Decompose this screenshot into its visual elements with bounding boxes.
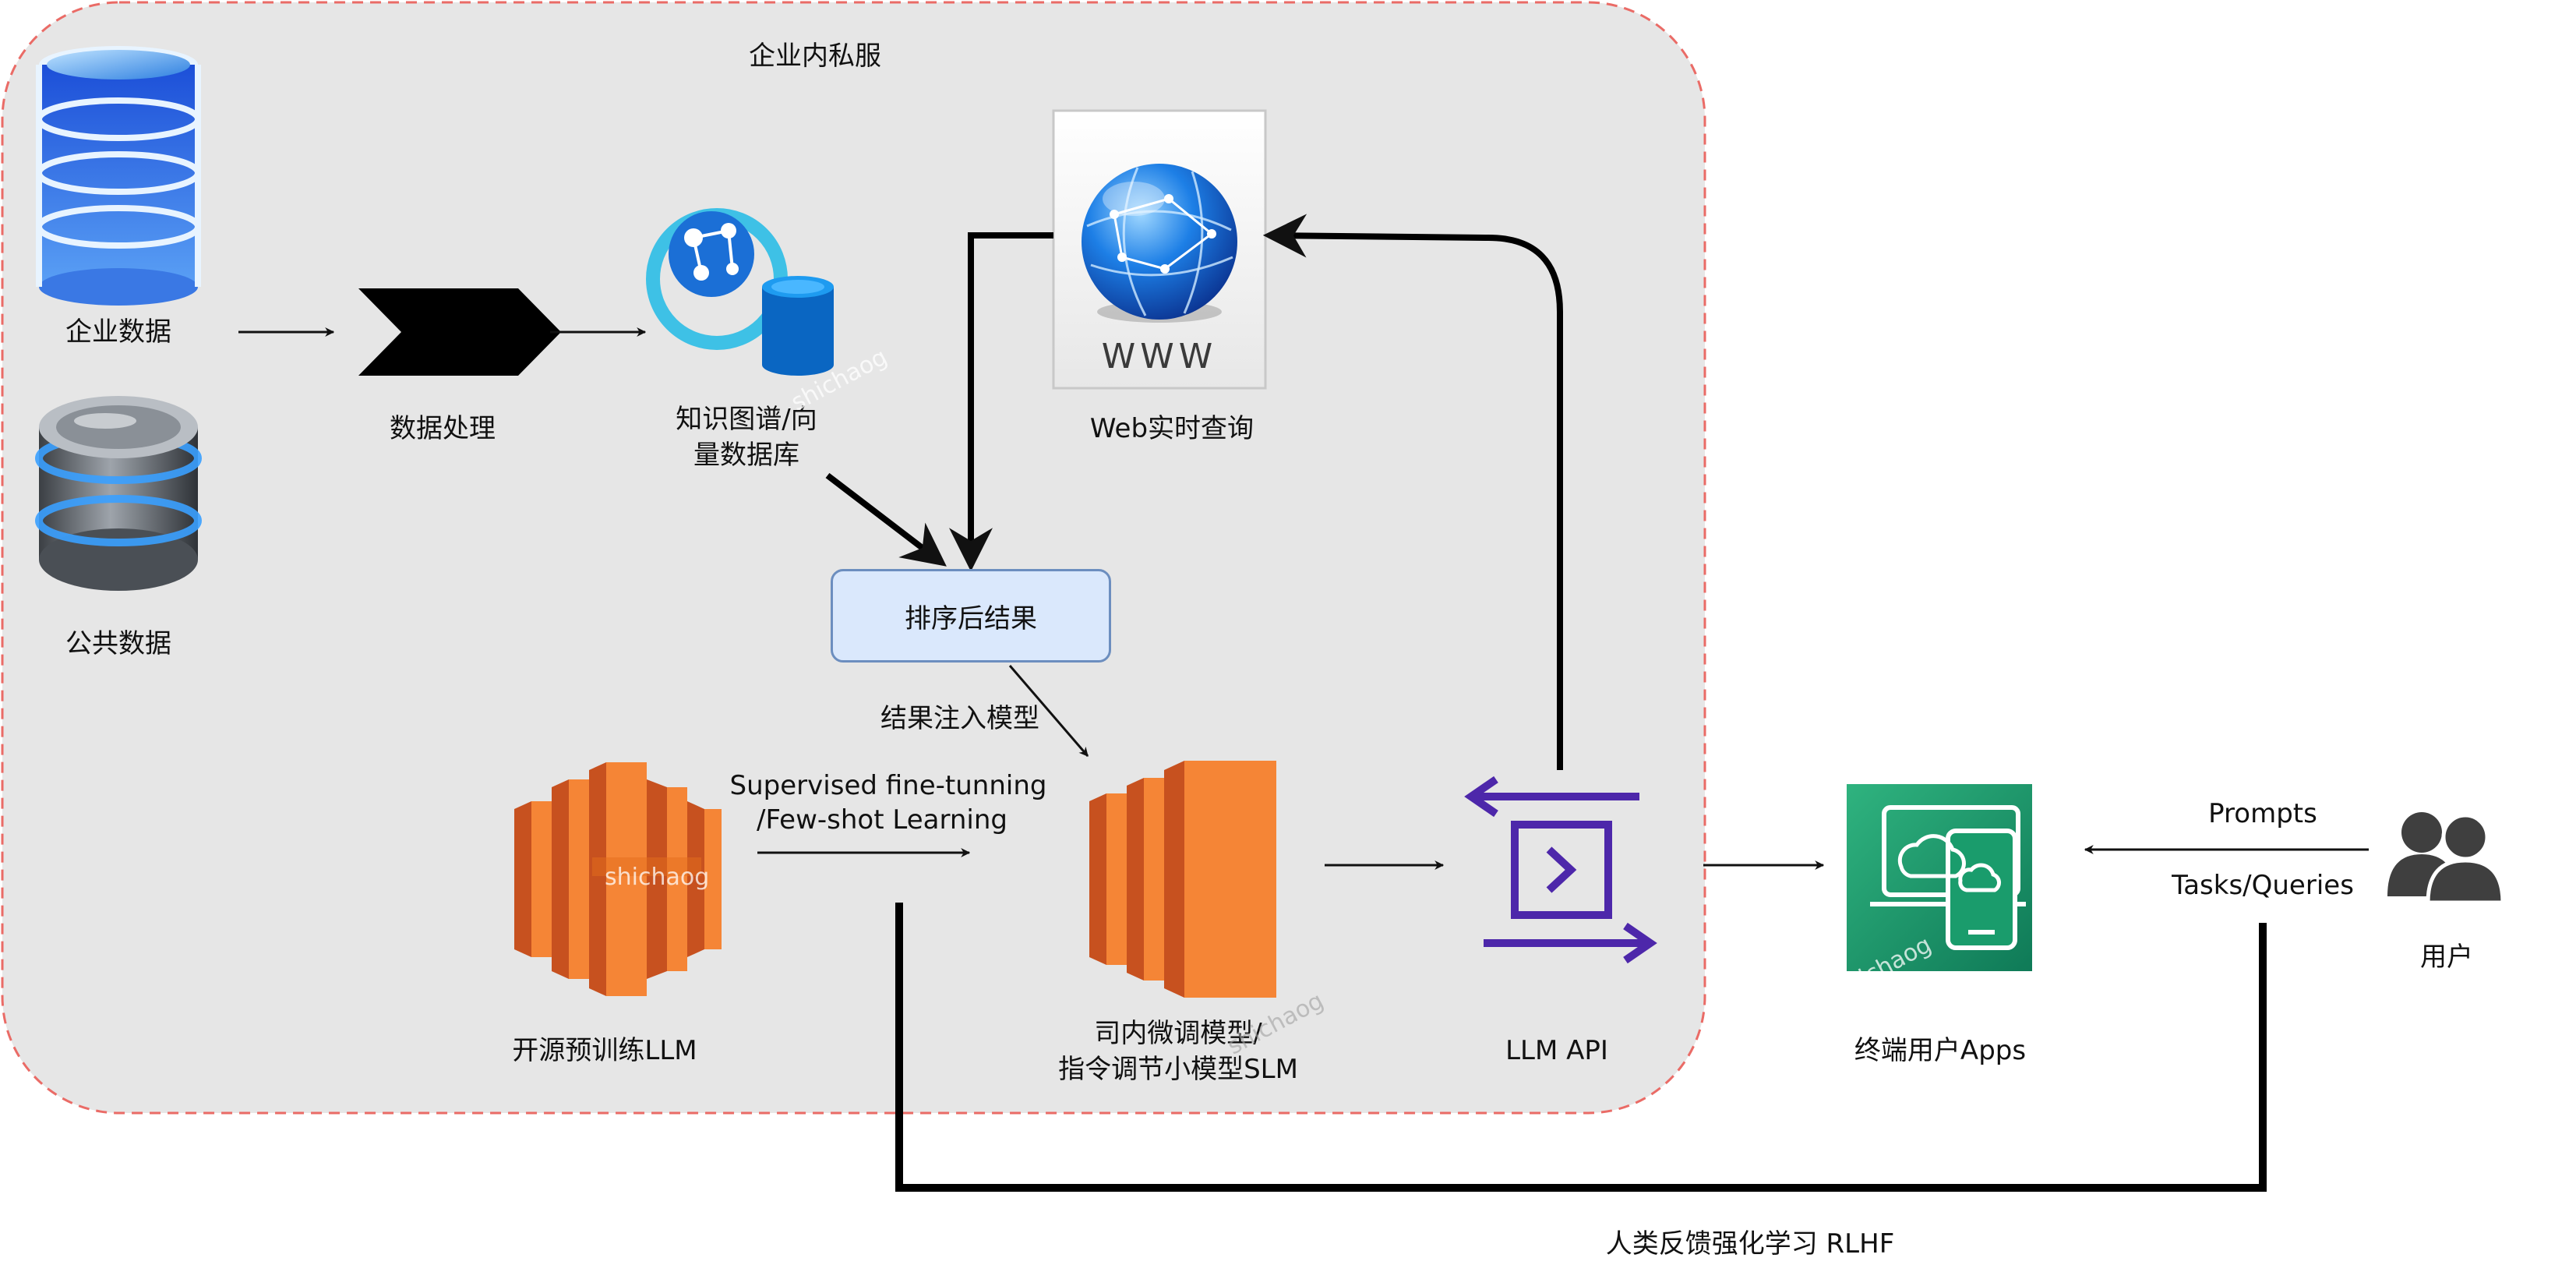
- rlhf-label: 人类反馈强化学习 RLHF: [1605, 1228, 1895, 1260]
- arrow-db-to-results: [825, 472, 947, 567]
- compute-icon: [1089, 761, 1276, 998]
- zone-title: 企业内私服: [749, 41, 881, 72]
- open-llm-label: 开源预训练LLM: [512, 1035, 697, 1066]
- api-gateway-icon: [1464, 776, 1657, 964]
- chevrons-icon: [358, 288, 561, 376]
- finetuned-label-line1: 司内微调模型/: [1094, 1018, 1262, 1049]
- enterprise-data-label: 企业数据: [65, 316, 171, 348]
- database-icon: [36, 46, 201, 306]
- users-icon: [2387, 812, 2505, 905]
- prompts-label: Prompts: [2208, 798, 2317, 829]
- database-icon: [35, 396, 202, 591]
- globe-www-icon: WWW: [1052, 109, 1267, 390]
- arrow-web-to-results: [949, 232, 1053, 572]
- web-search-label: Web实时查询: [1089, 413, 1254, 444]
- tasks-label: Tasks/Queries: [2172, 870, 2354, 901]
- www-label: WWW: [1102, 337, 1218, 376]
- watermark: shichaog: [605, 864, 710, 891]
- knowledge-graph-icon: [646, 208, 834, 376]
- compute-icon: [514, 762, 722, 996]
- rlhf-feedback-loop: [895, 903, 2267, 1192]
- sft-label-line2: /Few-shot Learning: [757, 804, 1007, 836]
- data-processing-label: 数据处理: [390, 413, 496, 444]
- arrow-results-to-model: [1008, 665, 1089, 757]
- knowledge-db-label-line2: 量数据库: [693, 440, 799, 471]
- public-data-label: 公共数据: [65, 628, 171, 659]
- inject-label: 结果注入模型: [880, 703, 1039, 734]
- knowledge-db-label-line1: 知识图谱/向: [676, 404, 817, 435]
- sorted-results-label: 排序后结果: [905, 602, 1037, 634]
- sorted-results-box: 排序后结果: [831, 569, 1111, 663]
- users-label: 用户: [2420, 942, 2473, 973]
- sft-label-line1: Supervised fine-tunning: [729, 770, 1047, 801]
- llm-api-label: LLM API: [1505, 1035, 1608, 1066]
- arrow-api-to-web: [1262, 214, 1563, 770]
- devices-icon: [1847, 784, 2032, 971]
- finetuned-label-line2: 指令调节小模型SLM: [1058, 1054, 1298, 1085]
- private-zone: [1, 1, 1706, 1115]
- end-apps-label: 终端用户Apps: [1854, 1035, 2027, 1066]
